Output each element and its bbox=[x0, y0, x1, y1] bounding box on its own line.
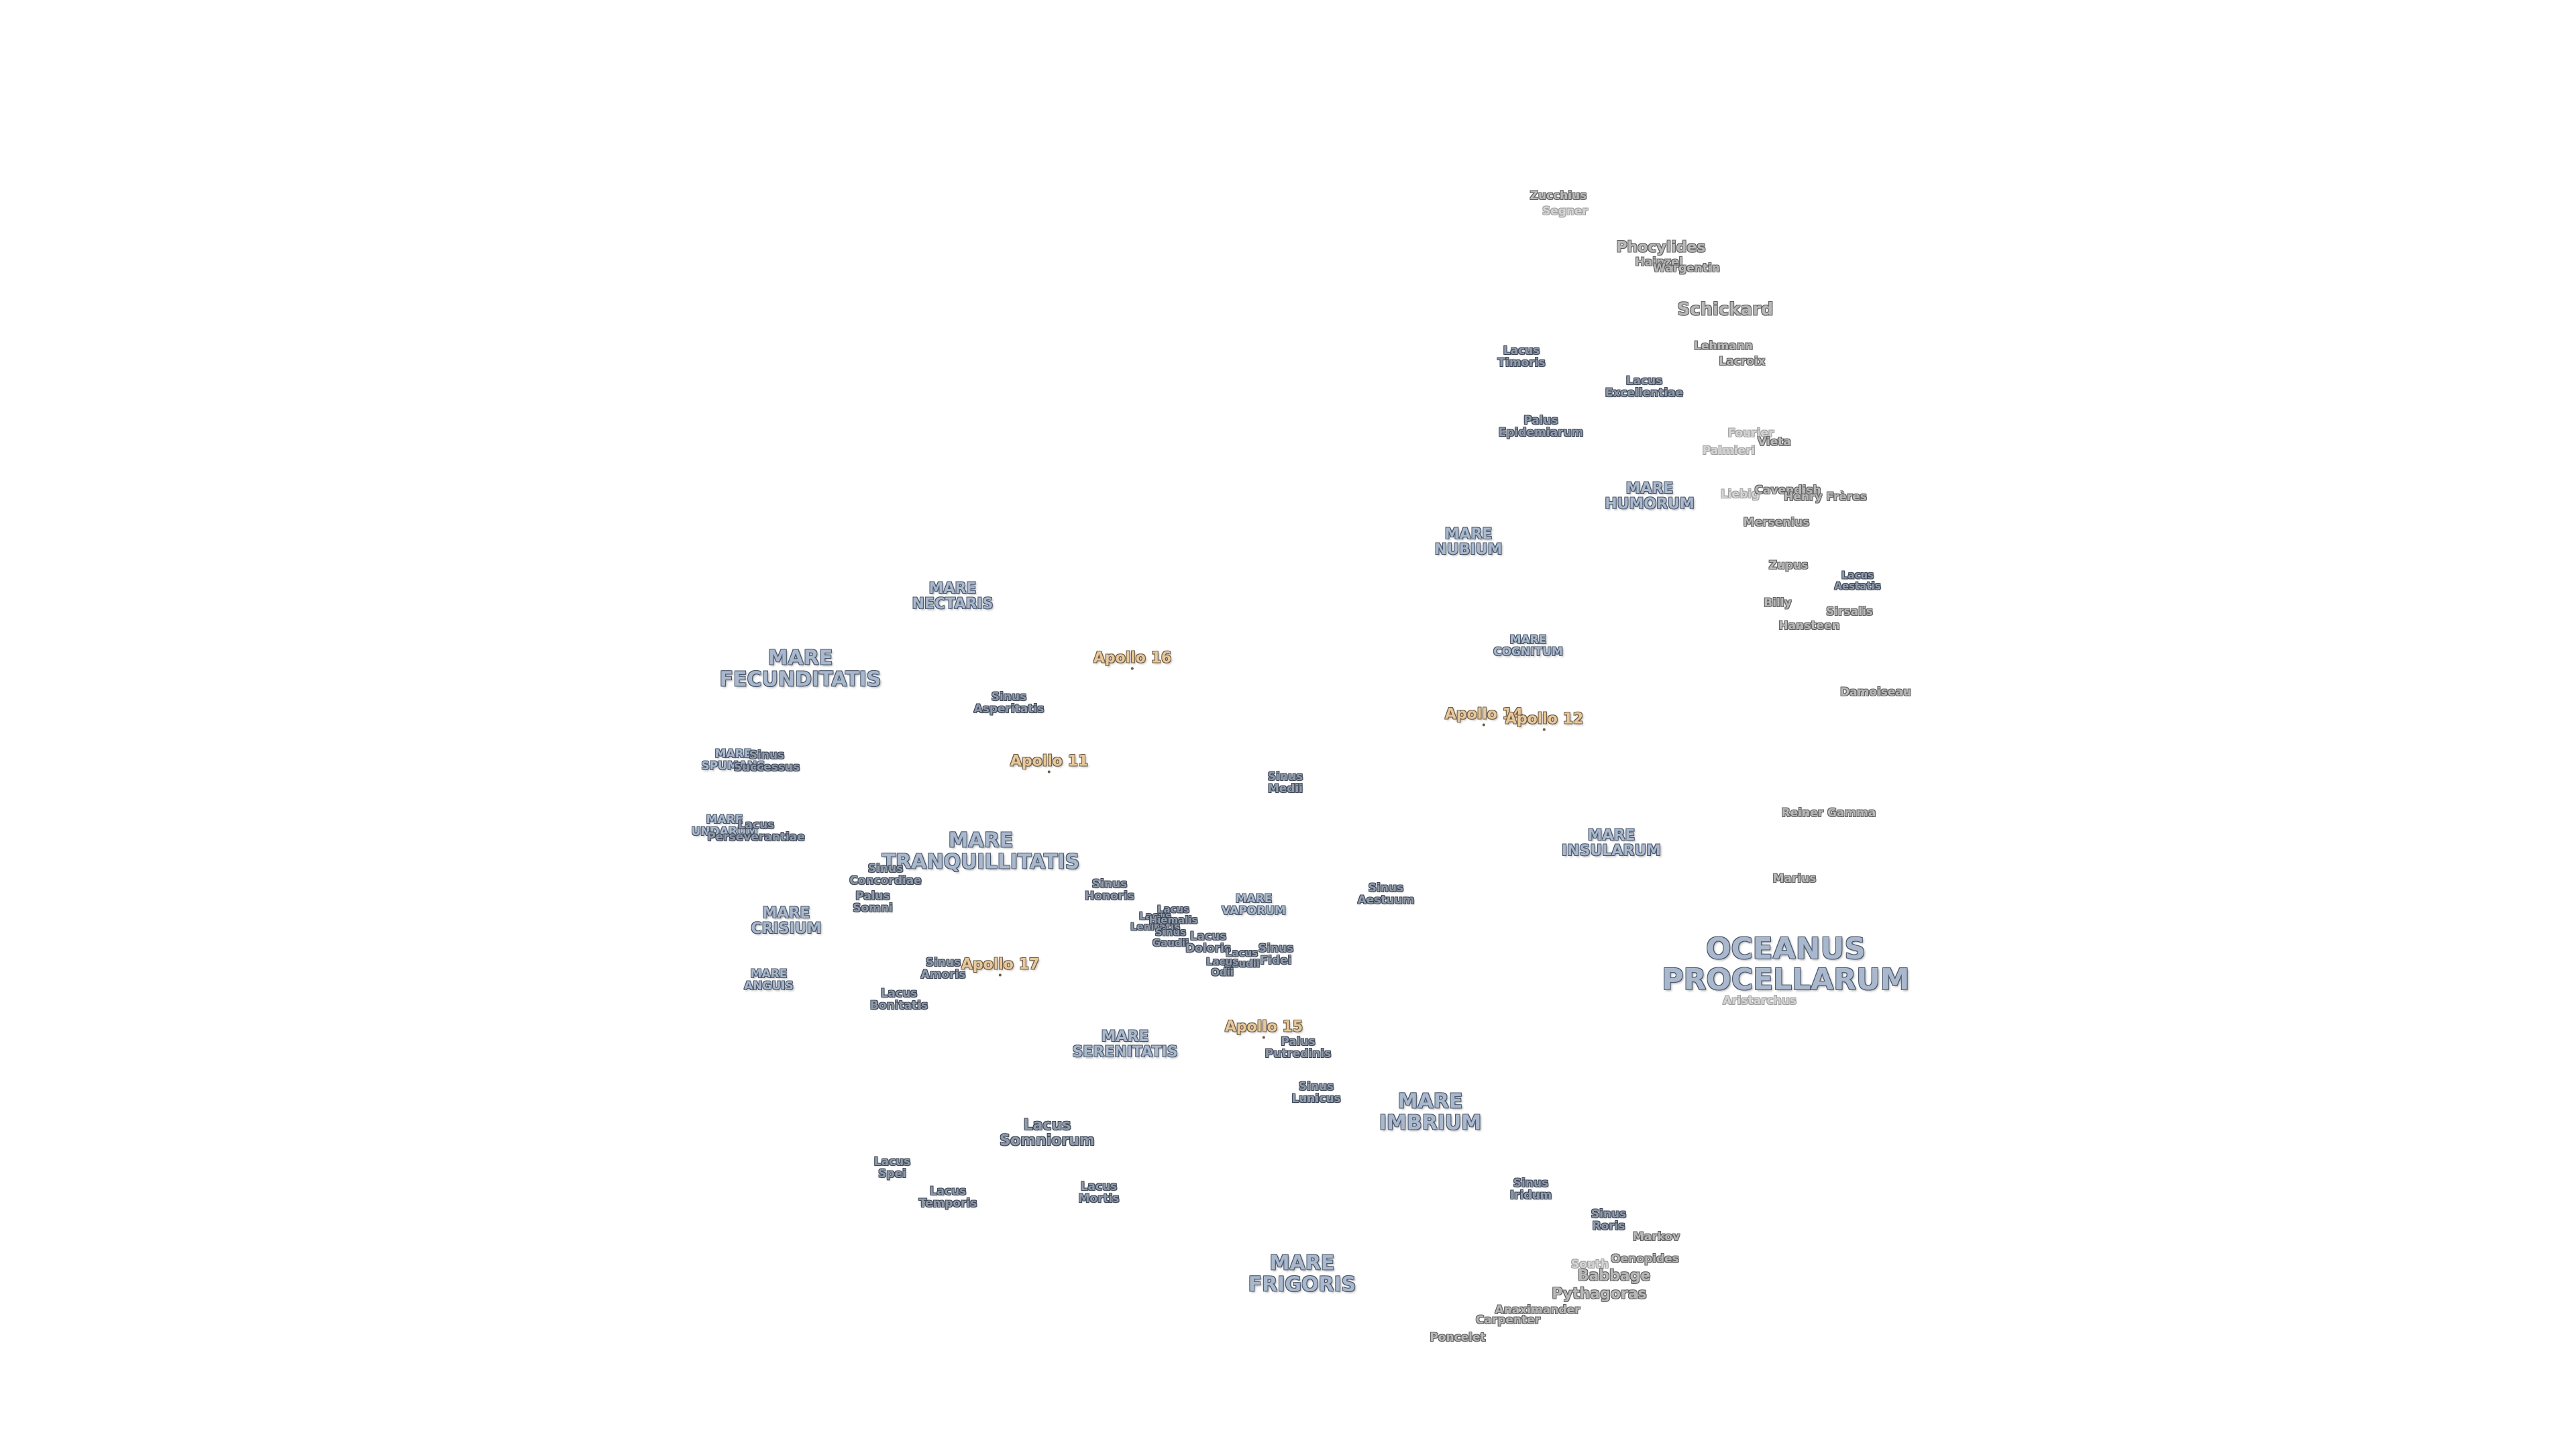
sinus-fidei-label: Sinus Fidei bbox=[1258, 942, 1294, 967]
mare-cognitum-label: MARE COGNITUM bbox=[1493, 633, 1563, 659]
palus-somni-label: Palus Somni bbox=[853, 890, 893, 915]
sinus-lunicus-label: Sinus Lunicus bbox=[1291, 1080, 1341, 1106]
sirsalis-label: Sirsalis bbox=[1826, 605, 1873, 619]
sinus-concordiae-label: Sinus Concordiae bbox=[849, 862, 922, 888]
mare-spumans-label: MARE SPUMANS bbox=[701, 747, 765, 773]
lacus-spei-label: Lacus Spei bbox=[873, 1155, 911, 1181]
marius-label: Marius bbox=[1772, 872, 1817, 886]
lacus-doloris-label: Lacus Doloris bbox=[1185, 930, 1231, 955]
carpenter-label: Carpenter bbox=[1475, 1313, 1541, 1328]
mare-undarum-label: MARE UNDARUM bbox=[691, 813, 758, 839]
sinus-amoris-label: Sinus Amoris bbox=[920, 956, 966, 981]
sinus-roris-label: Sinus Roris bbox=[1591, 1208, 1627, 1233]
lacus-odii-label: Lacus Odii bbox=[1205, 955, 1239, 978]
anaximander-label: Anaximander bbox=[1495, 1303, 1580, 1318]
palus-epidemiarum-label: Palus Epidemiarum bbox=[1498, 414, 1584, 439]
apollo-12-marker: Apollo 12 bbox=[1505, 711, 1583, 731]
lacus-aestatis-label: Lacus Aestatis bbox=[1834, 569, 1881, 592]
sinus-medii-label: Sinus Medii bbox=[1267, 770, 1303, 796]
landing-site-dot bbox=[998, 973, 1002, 977]
apollo-11-marker: Apollo 11 bbox=[1010, 753, 1088, 773]
wargentin-label: Wargentin bbox=[1653, 262, 1720, 276]
apollo-15-marker: Apollo 15 bbox=[1225, 1019, 1303, 1039]
apollo-17-marker: Apollo 17 bbox=[961, 957, 1039, 977]
landing-site-dot bbox=[1130, 667, 1134, 670]
oceanus-procellarum-label: OCEANUS PROCELLARUM bbox=[1662, 931, 1910, 997]
mare-frigoris-label: MARE FRIGORIS bbox=[1248, 1251, 1356, 1296]
mare-insularum-label: MARE INSULARUM bbox=[1561, 826, 1662, 859]
zucchius-label: Zucchius bbox=[1529, 189, 1587, 203]
phocylides-label: Phocylides bbox=[1616, 239, 1706, 256]
lacus-gaudii-label: Lacus Gaudii bbox=[1223, 947, 1260, 969]
vieta-label: Vieta bbox=[1758, 435, 1791, 449]
lacus-temporis-label: Lacus Temporis bbox=[918, 1185, 977, 1210]
reiner-gamma-label: Reiner Gamma bbox=[1781, 806, 1876, 820]
mare-nectaris-label: MARE NECTARIS bbox=[912, 580, 994, 612]
lacus-mortis-label: Lacus Mortis bbox=[1078, 1180, 1120, 1205]
south-label: South bbox=[1570, 1258, 1609, 1272]
lacus-somniorum-label: Lacus Somniorum bbox=[1000, 1116, 1095, 1149]
sinus-honoris-label: Sinus Honoris bbox=[1084, 877, 1135, 903]
cavendish-label: Cavendish bbox=[1754, 484, 1821, 498]
lacus-timoris-label: Lacus Timoris bbox=[1497, 344, 1546, 370]
sinus-aestuum-label: Sinus Aestuum bbox=[1357, 881, 1415, 907]
sinus-gaudii-label: Sinus Gaudii bbox=[1152, 926, 1189, 949]
lacus-lenitatis-label: Lacus Lenitatis bbox=[1130, 910, 1181, 932]
palmieri-label: Palmieri bbox=[1702, 444, 1756, 458]
mare-imbrium-label: MARE IMBRIUM bbox=[1379, 1089, 1482, 1134]
sinus-iridum-label: Sinus Iridum bbox=[1509, 1177, 1552, 1202]
palus-putredinis-label: Palus Putredinis bbox=[1265, 1035, 1332, 1061]
fourier-label: Fourier bbox=[1727, 427, 1774, 441]
lehmann-label: Lehmann bbox=[1694, 339, 1753, 354]
segner-label: Segner bbox=[1542, 205, 1588, 219]
markov-label: Markov bbox=[1632, 1230, 1680, 1244]
landing-site-dot bbox=[1482, 723, 1485, 727]
lacus-perseverantiae-label: Lacus Perseverantiae bbox=[707, 818, 805, 844]
apollo-16-marker: Apollo 16 bbox=[1093, 650, 1171, 670]
mare-fecunditatis-label: MARE FECUNDITATIS bbox=[719, 646, 881, 691]
landing-site-dot bbox=[1047, 770, 1051, 773]
mare-humorum-label: MARE HUMORUM bbox=[1605, 480, 1695, 513]
schickard-label: Schickard bbox=[1677, 299, 1774, 320]
hansteen-label: Hansteen bbox=[1778, 619, 1840, 633]
mare-nubium-label: MARE NUBIUM bbox=[1434, 525, 1503, 558]
lacus-hiemalis-label: Lacus Hiemalis bbox=[1148, 903, 1198, 926]
apollo-14-marker: Apollo 14 bbox=[1445, 706, 1523, 727]
mare-serenitatis-label: MARE SERENITATIS bbox=[1072, 1028, 1178, 1061]
babbage-label: Babbage bbox=[1577, 1267, 1651, 1285]
lacus-excellentiae-label: Lacus Excellentiae bbox=[1605, 374, 1684, 400]
mersenius-label: Mersenius bbox=[1743, 516, 1810, 530]
sinus-successus-label: Sinus Successus bbox=[733, 749, 800, 774]
mare-crisium-label: MARE CRISIUM bbox=[751, 904, 822, 937]
lacus-bonitatis-label: Lacus Bonitatis bbox=[869, 987, 928, 1012]
zupus-label: Zupus bbox=[1768, 559, 1809, 573]
mare-vaporum-label: MARE VAPORUM bbox=[1222, 892, 1286, 918]
landing-site-dot bbox=[1262, 1036, 1265, 1039]
billy-label: Billy bbox=[1764, 596, 1792, 610]
poncelet-label: Poncelet bbox=[1430, 1331, 1486, 1345]
landing-site-dot bbox=[1542, 728, 1546, 731]
sinus-asperitatis-label: Sinus Asperitatis bbox=[973, 690, 1044, 716]
damoiseau-label: Damoiseau bbox=[1839, 686, 1912, 700]
henry-freres-label: Henry Frères bbox=[1784, 490, 1867, 504]
mare-anguis-label: MARE ANGUIS bbox=[744, 967, 794, 993]
pythagoras-label: Pythagoras bbox=[1552, 1285, 1647, 1303]
lacroix-label: Lacroix bbox=[1719, 355, 1766, 369]
liebig-label: Liebig bbox=[1720, 488, 1760, 502]
oenopides-label: Oenopides bbox=[1611, 1252, 1679, 1267]
hainzel-label: Hainzel bbox=[1635, 256, 1683, 270]
aristarchus-label: Aristarchus bbox=[1723, 994, 1796, 1008]
mare-tranquillitatis-label: MARE TRANQUILLITATIS bbox=[881, 828, 1080, 873]
